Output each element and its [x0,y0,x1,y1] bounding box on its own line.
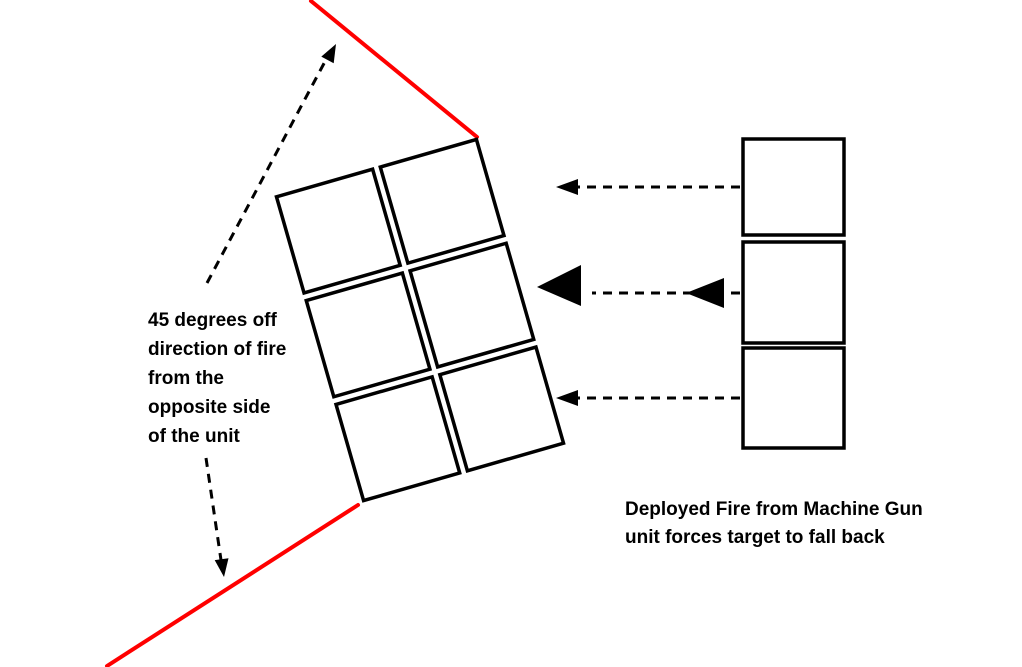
angle-note-line: of the unit [148,426,240,447]
angle-arrow-up-line [205,53,331,284]
fire-arrow-middle-head-icon [686,278,724,308]
fire-arrow-impact-head-icon [537,265,581,306]
deployed-fire-note-line: Deployed Fire from Machine Gun [625,499,923,520]
angle-note-line: from the [148,368,224,389]
fire-boundary-line-top [309,0,479,139]
deployed-fire-note-line: unit forces target to fall back [625,527,885,548]
unit-square [437,344,566,473]
target-square-middle [741,240,846,345]
unit-square [407,241,536,370]
fire-arrow-top-head-icon [556,179,578,195]
unit-square [378,137,507,266]
deployed-fire-note-label: Deployed Fire from Machine Gun unit forc… [625,496,923,552]
angle-note-line: 45 degrees off [148,310,277,331]
unit-square [333,374,462,503]
angle-note-line: direction of fire [148,339,287,360]
fire-arrow-bottom-head-icon [556,390,578,406]
machine-gun-unit [274,137,566,503]
angle-arrow-down-head-icon [214,558,229,577]
angle-note-line: opposite side [148,397,271,418]
unit-square [274,167,403,296]
target-square-top [741,137,846,237]
unit-square [304,270,433,399]
angle-arrow-up-head-icon [321,44,336,64]
fire-boundary-line-bottom [105,503,360,667]
angle-arrow-down-line [204,457,223,561]
target-square-bottom [741,346,846,450]
angle-note-label: 45 degrees off direction of fire from th… [148,306,286,451]
